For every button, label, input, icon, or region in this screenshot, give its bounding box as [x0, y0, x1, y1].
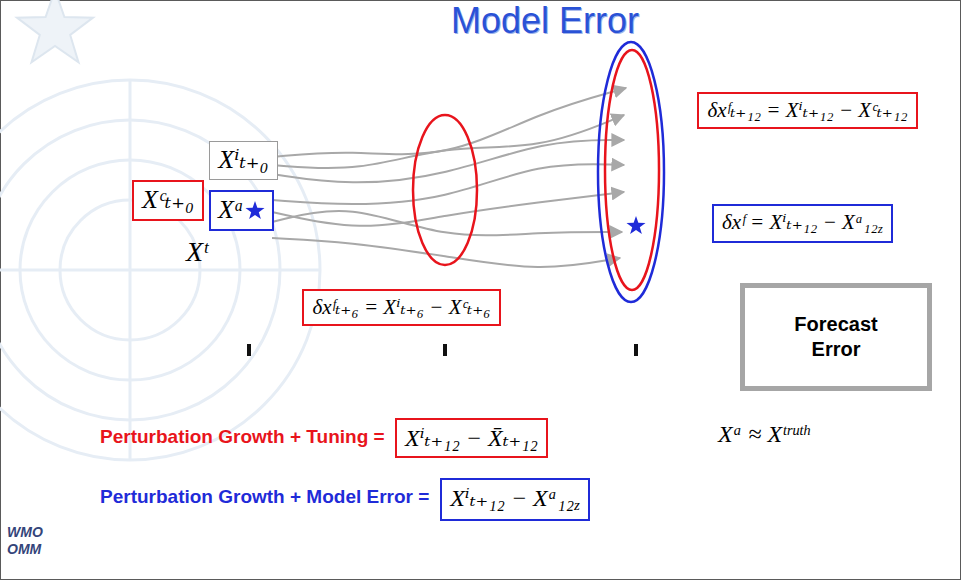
control-box: Xᶜₜ₊₀ — [132, 180, 204, 221]
state-label: Xᵗ — [186, 236, 208, 268]
trajectory-arrow — [272, 88, 626, 157]
slide-title: Model Error — [380, 0, 710, 41]
box-text: Forecast Error — [780, 312, 892, 362]
trajectories — [272, 88, 626, 267]
text-run: δxᶠₜ₊₁₂ = Xⁱₜ₊₁₂ − Xᶜₜ₊₁₂ — [707, 98, 907, 122]
text-run: δxᶠ = Xⁱₜ₊₁₂ − Xᵃ₁₂ — [722, 210, 878, 234]
trajectory-arrow — [272, 140, 624, 182]
text-run: Perturbation Growth + Tuning = — [100, 426, 385, 447]
formula-caption: Perturbation Growth + Model Error = — [100, 486, 429, 508]
text-run: Xᵃ ≈ Xᵗʳᵘᵗʰ — [718, 421, 809, 447]
box-text: δxᶠₜ₊₆ = Xⁱₜ₊₆ − Xᶜₜ₊₆ — [312, 294, 490, 320]
box-text: Xⁱₜ₊₁₂ − X̄ₜ₊₁₂ — [405, 423, 538, 453]
formula-caption: Perturbation Growth + Tuning = — [100, 426, 385, 448]
text-run: Perturbation Growth + Model Error = — [100, 486, 429, 507]
formula-box: Xⁱₜ₊₁₂ − Xᵃ₁₂z — [440, 478, 590, 521]
time-tick — [247, 344, 251, 356]
box-text: δxᶠ = Xⁱₜ₊₁₂ − Xᵃ₁₂z — [722, 209, 883, 237]
trajectory-arrow — [272, 238, 620, 267]
text-run: Xⁱₜ₊₁₂ − X̄ₜ₊₁₂ — [405, 425, 538, 451]
text-run: Xᵃ — [218, 195, 244, 224]
analysis-star — [626, 216, 645, 234]
logo-text: OMM — [7, 541, 41, 557]
formula-box: δxᶠₜ₊₁₂ = Xⁱₜ₊₁₂ − Xᶜₜ₊₁₂ — [697, 92, 918, 129]
text-run: Xⁱₜ₊₁₂ − Xᵃ₁₂ — [450, 485, 574, 511]
formula-box: δxᶠ = Xⁱₜ₊₁₂ − Xᵃ₁₂z — [712, 204, 893, 243]
heading-box: Forecast Error — [740, 283, 932, 391]
box-text: Xⁱₜ₊₁₂ − Xᵃ₁₂z — [450, 483, 580, 515]
text-run: Xⁱₜ₊₀ — [218, 145, 268, 174]
box-text: Xᵃ — [218, 194, 244, 227]
approximation-note: Xᵃ ≈ Xᵗʳᵘᵗʰ — [718, 421, 809, 448]
watermark-star — [17, 0, 93, 62]
time-tick — [443, 344, 447, 356]
watermark-ring — [0, 80, 320, 460]
text-run: z — [574, 498, 580, 514]
watermark-line — [0, 269, 320, 272]
time-tick — [634, 344, 638, 356]
box-text: δxᶠₜ₊₁₂ = Xⁱₜ₊₁₂ − Xᶜₜ₊₁₂ — [707, 97, 907, 123]
text-run: OMM — [7, 541, 41, 557]
spread-ellipse — [605, 50, 659, 290]
text-run: δxᶠₜ₊₆ = Xⁱₜ₊₆ − Xᶜₜ₊₆ — [312, 295, 490, 319]
text-run: Xᵗ — [186, 236, 208, 267]
analysis-star — [246, 201, 265, 219]
trajectory-arrow — [272, 211, 622, 235]
state-box: Xⁱₜ₊₀ — [209, 141, 278, 180]
box-text: Xᶜₜ₊₀ — [142, 184, 194, 217]
formula-box: δxᶠₜ₊₆ = Xⁱₜ₊₆ − Xᶜₜ₊₆ — [302, 289, 501, 326]
emblem-watermark — [0, 0, 320, 460]
trajectory-arrow — [272, 192, 624, 226]
text-run: Model Error — [451, 0, 639, 41]
text-run: Forecast Error — [794, 313, 877, 360]
text-run: WMO — [7, 524, 43, 540]
analysis-box: Xᵃ — [209, 190, 274, 231]
error-ellipse — [598, 42, 664, 302]
analysis-star — [245, 201, 265, 221]
text-run: Xᶜₜ₊₀ — [142, 185, 194, 214]
box-text: Xⁱₜ₊₀ — [218, 144, 268, 177]
spread-ellipse — [413, 115, 477, 265]
text-run: z — [878, 221, 883, 236]
logo-text: WMO — [7, 524, 43, 540]
formula-box: Xⁱₜ₊₁₂ − X̄ₜ₊₁₂ — [395, 418, 548, 458]
